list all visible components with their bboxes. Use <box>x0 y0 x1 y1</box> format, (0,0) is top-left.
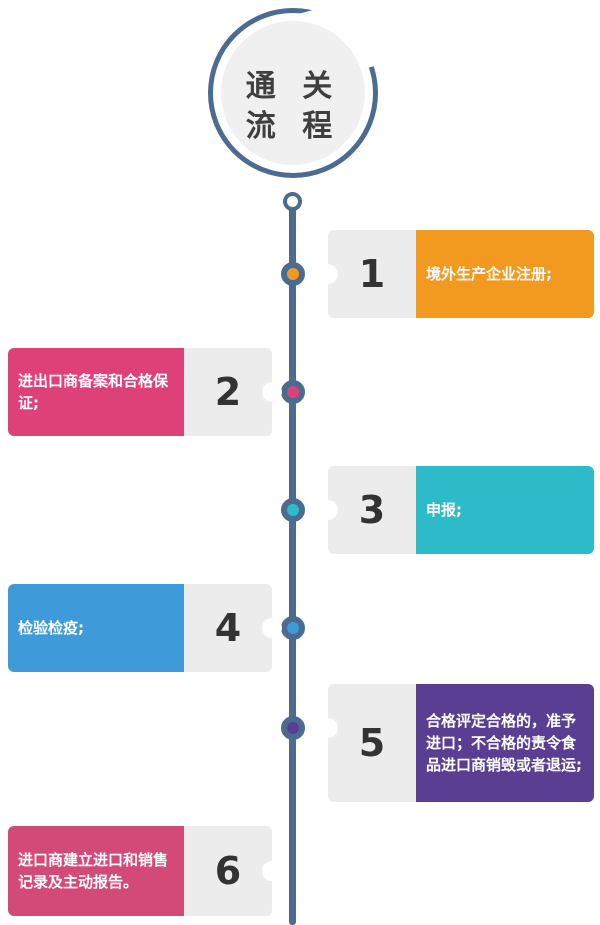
step-label-4: 检验检疫; <box>8 584 184 672</box>
step-card-1: 1 境外生产企业注册; <box>318 230 594 318</box>
step-card-3: 3 申报; <box>318 466 594 554</box>
step-label-1: 境外生产企业注册; <box>416 230 594 318</box>
step-notch-3 <box>318 500 338 520</box>
step-card-6: 进口商建立进口和销售记录及主动报告。 6 <box>8 826 282 916</box>
step-number-6: 6 <box>214 849 242 893</box>
step-number-box-3: 3 <box>318 466 416 554</box>
timeline-node-4 <box>281 616 305 640</box>
step-label-3: 申报; <box>416 466 594 554</box>
timeline-node-1 <box>281 262 305 286</box>
step-number-3: 3 <box>358 488 386 532</box>
step-label-5: 合格评定合格的，准予进口；不合格的责令食品进口商销毁或者退运; <box>416 684 594 802</box>
step-card-5: 5 合格评定合格的，准予进口；不合格的责令食品进口商销毁或者退运; <box>318 684 594 802</box>
step-notch-2 <box>262 382 282 402</box>
step-notch-5 <box>318 718 338 738</box>
step-number-4: 4 <box>214 606 242 650</box>
step-notch-6 <box>262 861 282 881</box>
timeline-node-2 <box>281 380 305 404</box>
step-number-box-1: 1 <box>318 230 416 318</box>
timeline-node-5 <box>281 716 305 740</box>
step-number-2: 2 <box>214 370 242 414</box>
step-notch-4 <box>262 618 282 638</box>
step-number-1: 1 <box>358 252 386 296</box>
step-number-box-4: 4 <box>184 584 282 672</box>
step-number-box-5: 5 <box>318 684 416 802</box>
step-card-2: 进出口商备案和合格保证; 2 <box>8 348 282 436</box>
step-notch-1 <box>318 264 338 284</box>
header-title-line-2: 流 程 <box>245 109 341 144</box>
step-card-4: 检验检疫; 4 <box>8 584 282 672</box>
step-number-box-2: 2 <box>184 348 282 436</box>
step-label-2: 进出口商备案和合格保证; <box>8 348 184 436</box>
step-label-6: 进口商建立进口和销售记录及主动报告。 <box>8 826 184 916</box>
step-number-5: 5 <box>358 721 386 765</box>
timeline-start-dot <box>283 192 302 211</box>
header-badge: 通 关 流 程 <box>221 21 365 165</box>
timeline-node-3 <box>281 498 305 522</box>
step-number-box-6: 6 <box>184 826 282 916</box>
timeline-spine <box>289 205 296 925</box>
header-title-line-1: 通 关 <box>245 69 341 104</box>
header-ring <box>208 8 378 178</box>
